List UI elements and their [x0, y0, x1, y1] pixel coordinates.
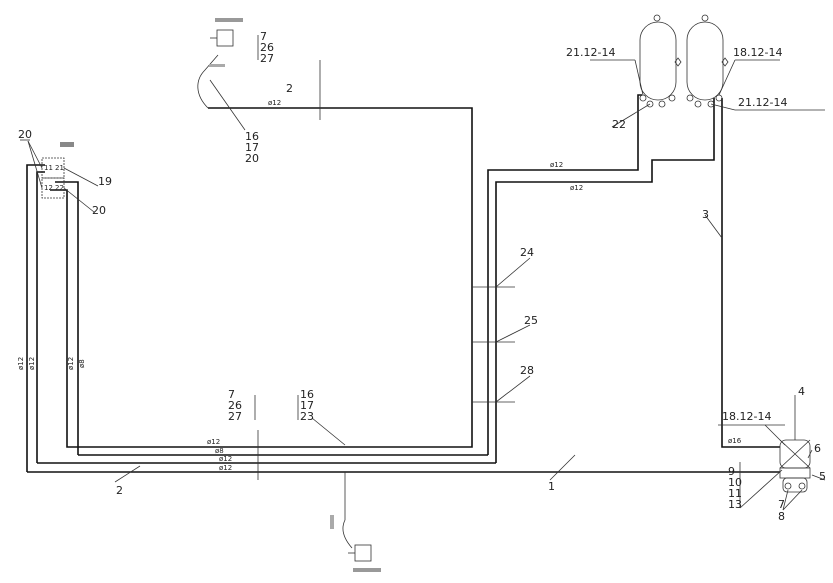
pipe-size-labels: ø12 ø12 ø12 ø12 ø12 ø12 ø8 ø12 ø8 ø12 ø1…	[17, 99, 742, 472]
svg-text:21.12-14: 21.12-14	[738, 96, 787, 109]
svg-text:6: 6	[814, 442, 821, 455]
svg-text:4: 4	[798, 385, 805, 398]
svg-text:7: 7	[228, 388, 235, 401]
svg-text:3: 3	[702, 208, 709, 221]
brake-chambers	[209, 18, 381, 572]
svg-text:2: 2	[116, 484, 123, 497]
svg-text:21: 21	[55, 164, 64, 172]
air-tank-2	[686, 21, 724, 101]
svg-text:7: 7	[260, 30, 267, 43]
svg-text:20: 20	[92, 204, 106, 217]
svg-text:ø8: ø8	[215, 447, 224, 455]
svg-text:8: 8	[778, 510, 785, 523]
svg-text:25: 25	[524, 314, 538, 327]
svg-text:ø12: ø12	[67, 357, 75, 370]
relay-valve	[779, 439, 811, 493]
svg-text:ø12: ø12	[550, 161, 563, 169]
svg-text:11: 11	[728, 487, 742, 500]
svg-text:19: 19	[98, 175, 112, 188]
svg-text:22: 22	[612, 118, 626, 131]
svg-text:26: 26	[228, 399, 242, 412]
svg-text:ø12: ø12	[207, 438, 220, 446]
air-tanks	[639, 14, 729, 108]
svg-text:9: 9	[728, 465, 735, 478]
svg-text:18.12-14: 18.12-14	[733, 46, 782, 59]
svg-text:ø12: ø12	[219, 464, 232, 472]
svg-text:ø12: ø12	[28, 357, 36, 370]
svg-text:2: 2	[286, 82, 293, 95]
svg-text:11: 11	[44, 164, 53, 172]
svg-text:7: 7	[778, 498, 785, 511]
svg-text:24: 24	[520, 246, 534, 259]
svg-text:27: 27	[260, 52, 274, 65]
svg-text:17: 17	[300, 399, 314, 412]
svg-text:16: 16	[245, 130, 259, 143]
svg-text:22: 22	[55, 184, 64, 192]
svg-text:23: 23	[300, 410, 314, 423]
svg-text:5: 5	[819, 470, 826, 483]
svg-text:17: 17	[245, 141, 259, 154]
svg-text:18.12-14: 18.12-14	[722, 410, 771, 423]
svg-text:12: 12	[44, 184, 53, 192]
svg-text:ø12: ø12	[17, 357, 25, 370]
svg-text:ø16: ø16	[728, 437, 742, 445]
svg-text:16: 16	[300, 388, 314, 401]
svg-text:13: 13	[728, 498, 742, 511]
svg-text:10: 10	[728, 476, 742, 489]
svg-text:ø12: ø12	[570, 184, 583, 192]
svg-text:27: 27	[228, 410, 242, 423]
svg-text:1: 1	[548, 480, 555, 493]
air-tank-1	[639, 21, 677, 101]
leader-lines	[20, 35, 826, 511]
svg-text:20: 20	[245, 152, 259, 165]
svg-text:ø8: ø8	[78, 359, 86, 368]
pipe-lines	[26, 54, 780, 549]
svg-text:28: 28	[520, 364, 534, 377]
svg-text:21.12-14: 21.12-14	[566, 46, 615, 59]
svg-text:26: 26	[260, 41, 274, 54]
svg-text:ø12: ø12	[268, 99, 281, 107]
svg-text:ø12: ø12	[219, 455, 232, 463]
svg-text:20: 20	[18, 128, 32, 141]
